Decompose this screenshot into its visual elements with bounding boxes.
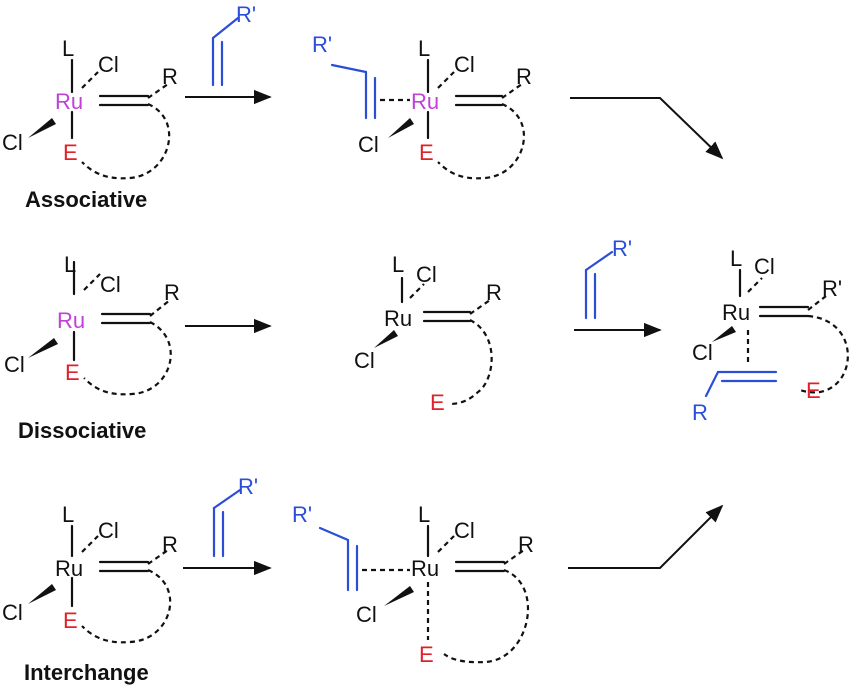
substituent-r: R <box>692 400 708 425</box>
ruthenium-center: Ru <box>411 89 439 114</box>
chloride: Cl <box>100 272 121 297</box>
ligand-l: L <box>730 246 742 271</box>
substituent-r-prime: R' <box>238 474 258 499</box>
substituent-r-prime: R' <box>822 276 842 301</box>
donor-e: E <box>63 140 78 165</box>
chloride: Cl <box>416 262 437 287</box>
ligand-l: L <box>64 252 76 277</box>
substituent-r: R <box>486 280 502 305</box>
ligand-l: L <box>62 502 74 527</box>
ruthenium-center: Ru <box>55 556 83 581</box>
donor-e: E <box>65 360 80 385</box>
substituent-r: R <box>162 532 178 557</box>
chloride: Cl <box>454 52 475 77</box>
substituent-r-prime: R' <box>236 2 256 27</box>
ligand-l: L <box>418 36 430 61</box>
ligand-l: L <box>392 252 404 277</box>
interchange-caption: Interchange <box>24 660 149 685</box>
donor-e: E <box>63 608 78 633</box>
chloride: Cl <box>358 132 379 157</box>
chloride: Cl <box>692 340 713 365</box>
donor-e: E <box>419 642 434 667</box>
substituent-r-prime: R' <box>292 502 312 527</box>
dissociative-start-complex: L Cl Ru R Cl E <box>4 252 180 396</box>
ruthenium-center: Ru <box>384 306 412 331</box>
substituent-r: R <box>162 64 178 89</box>
chloride: Cl <box>4 352 25 377</box>
dissociative-intermediate: L Cl Ru R Cl E <box>354 252 502 415</box>
substituent-r-prime: R' <box>312 32 332 57</box>
associative-caption: Associative <box>25 187 147 212</box>
interchange-start-complex: L Cl Ru R Cl E <box>2 502 178 644</box>
olefin-adduct-product: L Cl Ru R' Cl R E <box>692 246 849 425</box>
interchange-olefin-reagent: R' <box>212 474 258 558</box>
substituent-r: R <box>518 532 534 557</box>
associative-olefin-reagent: R' <box>211 2 256 87</box>
dissociative-olefin-reagent: R' <box>584 236 632 320</box>
donor-e: E <box>806 378 821 403</box>
substituent-r: R <box>516 64 532 89</box>
chloride: Cl <box>98 52 119 77</box>
chloride: Cl <box>2 600 23 625</box>
substituent-r: R <box>164 280 180 305</box>
chloride: Cl <box>754 254 775 279</box>
substituent-r-prime: R' <box>612 236 632 261</box>
donor-e: E <box>430 390 445 415</box>
ruthenium-center: Ru <box>722 300 750 325</box>
associative-start-complex: L Cl Ru R Cl E <box>2 36 178 180</box>
chloride: Cl <box>2 130 23 155</box>
dissociative-caption: Dissociative <box>18 418 146 443</box>
chloride: Cl <box>98 518 119 543</box>
chloride: Cl <box>356 602 377 627</box>
associative-intermediate: R' L Cl Ru R Cl E <box>312 32 532 180</box>
reaction-arrow <box>568 504 724 569</box>
ligand-l: L <box>62 36 74 61</box>
donor-e: E <box>419 140 434 165</box>
reaction-arrow <box>570 97 724 160</box>
chloride: Cl <box>354 348 375 373</box>
interchange-transition-state: R' L Cl Ru R Cl E <box>292 502 534 667</box>
chloride: Cl <box>454 518 475 543</box>
ruthenium-center: Ru <box>411 556 439 581</box>
ligand-l: L <box>418 502 430 527</box>
ruthenium-center: Ru <box>57 308 85 333</box>
ruthenium-center: Ru <box>55 89 83 114</box>
